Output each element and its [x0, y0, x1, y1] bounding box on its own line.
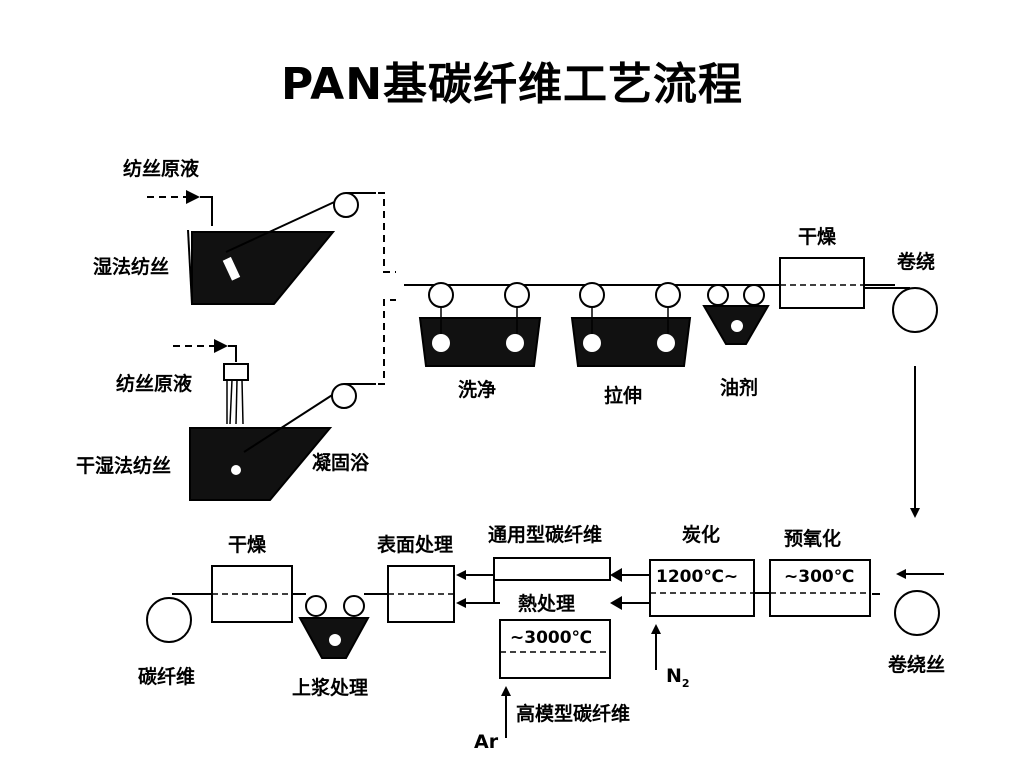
arrow-to-general: [610, 568, 622, 582]
label-wet-spinning: 湿法纺丝: [93, 255, 169, 278]
washing-roller-a: [432, 334, 450, 352]
carbon-fiber-drum: [146, 597, 192, 643]
dope-feed-arrow-1: [186, 190, 200, 204]
label-drying-top: 干燥: [798, 226, 837, 248]
fiber-path-1: [225, 197, 344, 253]
stretching-tank: [570, 317, 692, 367]
label-general-cf: 通用型碳纤维: [488, 523, 602, 546]
wet-spinning-unit: [147, 190, 396, 305]
dope-feed-arrow-2: [214, 339, 228, 353]
page-title: PAN基碳纤维工艺流程: [280, 59, 744, 110]
wound-fiber-drum: [894, 590, 940, 636]
washing-top-roller-a: [428, 282, 454, 308]
sizing-roller-b: [343, 595, 365, 617]
guide-roller-2: [331, 383, 357, 409]
label-spin-dope-2: 纺丝原液: [116, 372, 193, 395]
label-wound-fiber: 卷绕丝: [887, 653, 945, 676]
dope-feed-pipe-2: [228, 345, 237, 362]
sizing-roller-a: [305, 595, 327, 617]
washing-roller-b: [506, 334, 524, 352]
oiling-top-roller-b: [743, 284, 765, 306]
arrow-to-heat: [610, 596, 622, 610]
label-sizing: 上浆处理: [292, 676, 368, 699]
bath-wall-1: [187, 229, 193, 305]
stretching-roller-a: [583, 334, 601, 352]
carbonization-furnace: [649, 559, 755, 617]
filament-3: [235, 379, 238, 425]
stretching-top-roller-b: [655, 282, 681, 308]
drying-oven-top: [779, 257, 865, 309]
bath-guide: [231, 465, 241, 475]
heat-treatment-furnace: [499, 619, 611, 679]
general-type-channel: [493, 557, 611, 581]
pre-oxidation-furnace: [769, 559, 871, 617]
connector-dashed-2: [378, 299, 396, 385]
label-heat-treatment: 熱处理: [518, 592, 575, 615]
oiling-top-roller-a: [707, 284, 729, 306]
label-drying-bottom: 干燥: [228, 534, 267, 556]
label-carbon-fiber: 碳纤维: [138, 665, 195, 688]
label-carbonization: 炭化: [682, 523, 720, 546]
fiber-path-2: [243, 389, 341, 453]
top-fiber-line: [404, 257, 938, 367]
label-pre-oxidation: 预氧化: [784, 527, 841, 550]
label-coagulation-bath: 凝固浴: [312, 451, 370, 474]
winding-drum: [892, 287, 938, 333]
spinneret-2: [223, 363, 249, 381]
label-surface-treatment: 表面处理: [377, 533, 453, 556]
connector-dashed-1: [378, 192, 396, 273]
spinneret-in-bath: [222, 256, 241, 281]
label-high-modulus-cf: 高模型碳纤维: [516, 702, 630, 725]
sizing-bath-roller: [329, 634, 341, 646]
stretching-top-roller-a: [579, 282, 605, 308]
dry-wet-spinning-unit: [173, 299, 396, 501]
wet-spin-bath: [191, 231, 336, 305]
washing-tank: [418, 317, 542, 367]
label-winding: 卷绕: [896, 250, 935, 273]
label-oiling: 油剂: [720, 376, 758, 399]
label-carbonization-temp: 1200℃~: [656, 567, 738, 587]
dope-feed-pipe-1: [200, 196, 213, 226]
label-stretching: 拉伸: [604, 384, 642, 407]
filament-2: [229, 379, 233, 425]
filament-4: [241, 379, 244, 425]
washing-top-roller-b: [504, 282, 530, 308]
label-pre-oxidation-temp: ~300℃: [784, 567, 854, 587]
stretching-roller-b: [657, 334, 675, 352]
label-gas-n2: N2: [666, 665, 690, 690]
label-heat-treatment-temp: ~3000℃: [510, 628, 592, 648]
label-washing: 洗净: [458, 378, 496, 401]
coagulation-bath-tank: [189, 427, 333, 501]
label-gas-ar: Ar: [474, 731, 499, 753]
label-dry-wet-spinning: 干湿法纺丝: [76, 454, 171, 477]
guide-roller-1: [333, 192, 359, 218]
label-spin-dope-1: 纺丝原液: [123, 157, 200, 180]
oiling-roller: [731, 320, 743, 332]
bottom-fiber-line: [146, 557, 944, 738]
